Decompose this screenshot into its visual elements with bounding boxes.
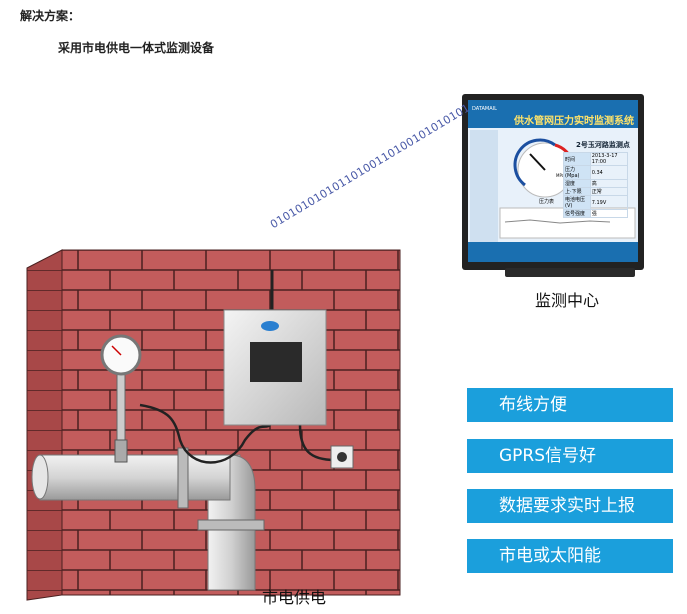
- row-key: 湿度: [563, 179, 591, 188]
- subheading: 采用市电供电一体式监测设备: [58, 41, 215, 55]
- screen-brand: DATAMAIL: [472, 106, 497, 112]
- screen-point-name: 2号玉河路监测点: [576, 141, 630, 149]
- row-value: 正常: [589, 187, 629, 196]
- table-row: 上·下限正常: [563, 187, 629, 196]
- brick-wall-side: [26, 249, 63, 601]
- table-row: 信号强度强: [563, 209, 629, 218]
- row-key: 时间: [563, 152, 591, 166]
- power-supply-label: 市电供电: [262, 588, 327, 607]
- row-key: 电池电压(V): [563, 195, 591, 210]
- pipe-flange-lower: [197, 519, 265, 531]
- screen-title: 供水管网压力实时监测系统: [514, 116, 634, 127]
- pipe-flange: [177, 447, 189, 509]
- row-value: 高: [589, 179, 629, 188]
- feature-wiring: 布线方便: [467, 388, 673, 422]
- table-row: 电池电压(V)7.19V: [563, 195, 629, 210]
- feature-gprs-signal: GPRS信号好: [467, 439, 673, 473]
- sensor-cable: [139, 403, 271, 464]
- table-row: 湿度高: [563, 179, 629, 188]
- feature-power-source: 市电或太阳能: [467, 539, 673, 573]
- row-key: 压力(Mpa): [563, 165, 591, 180]
- row-value: 强: [589, 209, 629, 218]
- feature-realtime-report: 数据要求实时上报: [467, 489, 673, 523]
- table-row: 压力(Mpa)0.34: [563, 165, 629, 180]
- monitor-base: [505, 268, 635, 277]
- screen-gauge-label: 压力表: [539, 199, 555, 205]
- screen-gauge-unit: MPa: [556, 173, 565, 178]
- heading: 解决方案：: [20, 9, 81, 23]
- row-key: 信号强度: [563, 209, 591, 218]
- row-value: 2013-3-17 17:00: [589, 152, 629, 166]
- monitor-screen: DATAMAIL 供水管网压力实时监测系统 2号玉河路监测点 压力表 MPa 时…: [468, 100, 638, 262]
- row-key: 上·下限: [563, 187, 591, 196]
- monitoring-center-label: 监测中心: [535, 291, 600, 310]
- row-value: 0.34: [589, 165, 629, 180]
- row-value: 7.19V: [589, 195, 629, 210]
- power-cable: [298, 424, 336, 462]
